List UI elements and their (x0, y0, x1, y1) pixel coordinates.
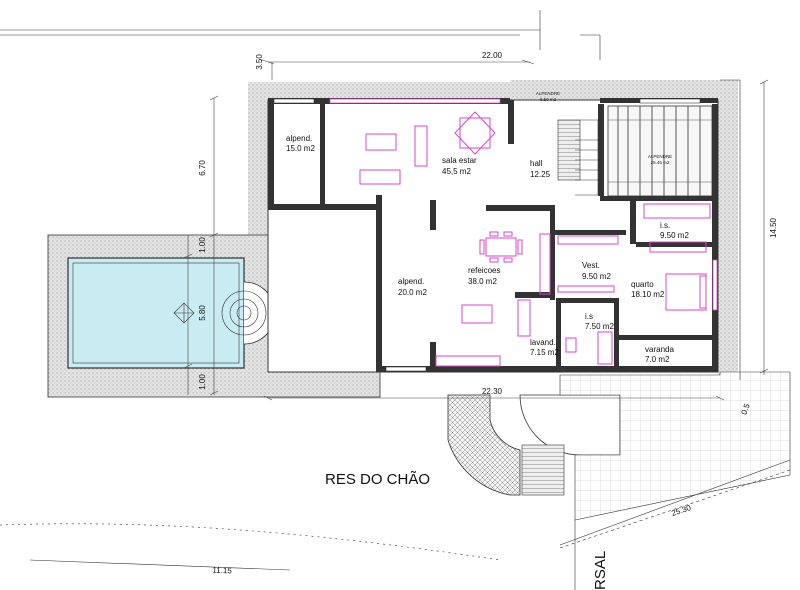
room-area-sala: 45,5 m2 (442, 167, 471, 176)
drawing-title: RES DO CHÃO (325, 471, 430, 488)
dim-pool-margin-bottom: 1.00 (198, 374, 207, 390)
pergola (607, 105, 713, 197)
room-name-is-bottom: i.s (585, 312, 593, 321)
dim-site-left: 11.15 (212, 566, 232, 576)
room-labels: alpend. 15.0 m2 sala estar 45,5 m2 hall … (286, 91, 689, 364)
dim-site-right: 25.30 (670, 503, 692, 518)
room-area-alpendre-right: 25.45 m2 (651, 160, 670, 165)
room-name-alpend-mid: alpend. (398, 277, 424, 286)
dim-top-offset: 3.50 (255, 54, 264, 70)
room-area-is-bottom: 7.50 m2 (585, 322, 614, 331)
room-name-sala: sala estar (442, 156, 477, 165)
room-name-lavand: lavand. (530, 338, 556, 347)
site-boundary (0, 79, 791, 590)
dim-right-depth: 14.50 (769, 217, 778, 238)
swimming-pool (67, 257, 276, 369)
windows (273, 98, 718, 372)
boundary-top (0, 10, 601, 60)
room-area-quarto: 18.10 m2 (631, 290, 665, 299)
room-name-alpendre-right: ALPENDRE (648, 154, 672, 159)
dim-top-width: 22.00 (482, 51, 503, 60)
dim-bottom-width: 22.30 (482, 387, 503, 396)
room-area-alpendre-top: 6.50 m2 (540, 97, 557, 102)
room-area-alpend-left: 15.0 m2 (286, 144, 315, 153)
dimension-lines (183, 59, 769, 401)
room-name-hall: hall (530, 159, 543, 168)
room-area-vest: 9.50 m2 (582, 272, 611, 281)
room-name-alpendre-top: ALPENDRE (536, 91, 560, 96)
hall-stair (557, 119, 599, 196)
room-name-quarto: quarto (631, 280, 654, 289)
room-name-alpend-left: alpend. (286, 134, 312, 143)
dim-pool-margin-top: 1.00 (198, 237, 207, 253)
room-area-alpend-mid: 20.0 m2 (398, 288, 427, 297)
room-name-vest: Vest. (582, 261, 600, 270)
road-label: RSAL (592, 551, 609, 590)
room-name-is-top: i.s. (660, 221, 670, 230)
dim-left-depth: 6.70 (198, 160, 207, 176)
room-area-refeicoes: 38.0 m2 (468, 277, 497, 286)
furniture (359, 111, 711, 367)
room-name-refeicoes: refeicoes (468, 266, 500, 275)
room-area-hall: 12.25 (530, 170, 551, 179)
room-area-is-top: 9.50 m2 (660, 231, 689, 240)
room-name-varanda: varanda (645, 345, 674, 354)
dim-slope: 0.5 (740, 402, 752, 416)
room-area-lavand: 7.15 m2 (530, 348, 559, 357)
dim-pool-width: 5.80 (198, 305, 207, 321)
entrance-steps (447, 394, 621, 496)
room-area-varanda: 7.0 m2 (645, 355, 670, 364)
